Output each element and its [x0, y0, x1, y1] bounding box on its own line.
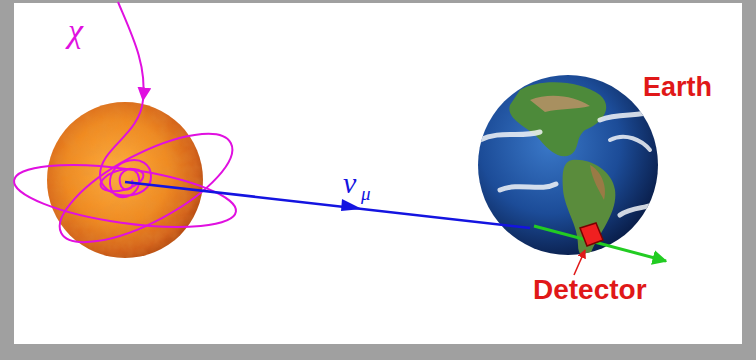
detector-box — [580, 223, 603, 246]
particle-symbol: ν — [343, 168, 356, 198]
earth-surface — [480, 68, 660, 257]
particle-symbol: χ — [68, 14, 83, 48]
neutrino-track — [125, 182, 530, 228]
neutrino-arrowhead — [341, 199, 362, 211]
dark-matter-orbits — [10, 2, 246, 263]
detector-leader — [574, 250, 585, 275]
white-panel — [14, 3, 742, 344]
detector-label: Detector — [533, 276, 647, 304]
particle-subscript: μ — [361, 184, 371, 203]
planet-label: Earth — [643, 74, 712, 101]
